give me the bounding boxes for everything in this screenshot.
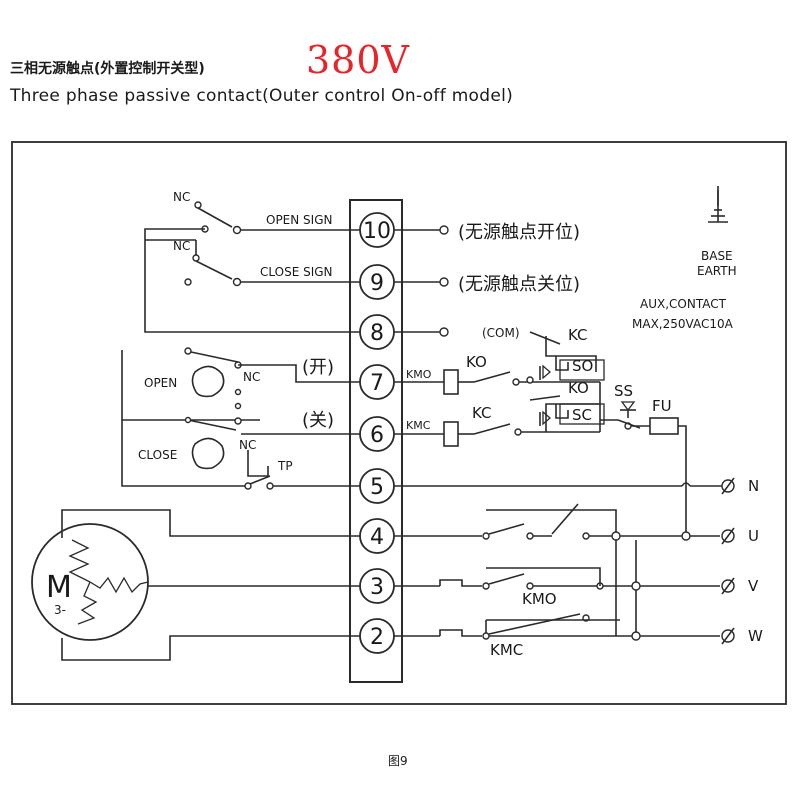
u-label: U: [748, 527, 759, 545]
w-line: W KMC: [394, 590, 763, 659]
kc-label-bottom: KC: [472, 404, 492, 422]
close-limit-switch: NC CLOSE TP: [121, 416, 360, 490]
motor: M 3-: [31, 509, 360, 661]
terminal-7-label: 7: [370, 371, 384, 396]
open-sign-label: OPEN SIGN: [266, 213, 333, 227]
w-label: W: [748, 627, 763, 645]
diagram-frame: [11, 141, 787, 705]
voltage-label: 380V: [306, 38, 410, 82]
terminal-10: 10: [359, 212, 395, 248]
kmc-coil-circuit: KMC KC SC: [394, 395, 605, 447]
kmo-coil-label: KMO: [406, 368, 432, 381]
fu-label: FU: [652, 397, 672, 415]
ss-fu-branch: SS FU: [599, 382, 687, 536]
ko-label: KO: [466, 353, 487, 371]
v-line: V KMO: [394, 540, 759, 636]
tp-label: TP: [277, 459, 293, 473]
close-sign-label: CLOSE SIGN: [260, 265, 333, 279]
terminal-2-label: 2: [370, 625, 384, 650]
close-label: CLOSE: [138, 448, 177, 462]
earth-symbol: BASE EARTH: [697, 186, 737, 278]
output-common: (COM): [394, 326, 520, 340]
terminal-5-label: 5: [370, 475, 384, 500]
close-sign-switch: NC CLOSE SIGN: [173, 239, 360, 287]
earth-label: EARTH: [697, 264, 737, 278]
figure-caption: 图9: [388, 754, 408, 768]
terminal-9: 9: [359, 264, 395, 300]
open-sign-switch: NC OPEN SIGN: [173, 190, 360, 235]
ko-label-mid: KO: [568, 379, 589, 397]
kc-label-top: KC: [568, 326, 588, 344]
base-label: BASE: [701, 249, 733, 263]
open-label: OPEN: [144, 376, 177, 390]
neutral-line: N: [394, 477, 759, 495]
nc-label-4: NC: [239, 438, 256, 452]
motor-label: M: [46, 570, 72, 605]
terminal-4: 4: [359, 518, 395, 554]
terminal-10-label: 10: [363, 219, 391, 244]
terminal-2: 2: [359, 618, 395, 654]
so-label: SO: [572, 357, 593, 375]
kc-interlock: KC SO KO: [529, 326, 605, 397]
nc-label-3: NC: [243, 370, 260, 384]
kmc-coil-label: KMC: [406, 419, 431, 432]
terminal-3: 3: [359, 568, 395, 604]
terminal-8: 8: [359, 314, 395, 350]
terminal-8-label: 8: [370, 321, 384, 346]
close-position-text: (无源触点关位): [458, 274, 580, 295]
kmc-contact-label: KMC: [490, 641, 523, 659]
output-close-position: (无源触点关位): [394, 274, 580, 295]
terminal-5: 5: [359, 468, 395, 504]
open-position-text: (无源触点开位): [458, 222, 580, 243]
terminal-3-label: 3: [370, 575, 384, 600]
nc-label-1: NC: [173, 190, 190, 204]
aux-rating-label: MAX,250VAC10A: [632, 317, 734, 331]
aux-contact-label: AUX,CONTACT: [640, 297, 727, 311]
terminal-4-label: 4: [370, 525, 384, 550]
u-line: U: [394, 503, 759, 545]
n-label: N: [748, 477, 759, 495]
output-open-position: (无源触点开位): [394, 222, 580, 243]
title-chinese: 三相无源触点(外置控制开关型): [10, 61, 205, 77]
com-label: (COM): [482, 326, 520, 340]
motor-phase-label: 3-: [54, 603, 66, 617]
terminal-6-label: 6: [370, 423, 384, 448]
kmo-coil-circuit: KMO KO: [394, 353, 600, 395]
sc-label: SC: [572, 406, 592, 424]
title-english: Three phase passive contact(Outer contro…: [10, 86, 514, 106]
kai-label: (开): [302, 357, 334, 378]
terminal-7: 7: [359, 364, 395, 400]
terminal-9-label: 9: [370, 271, 384, 296]
guan-label: (关): [302, 410, 334, 431]
v-label: V: [748, 577, 759, 595]
ss-label: SS: [614, 382, 633, 400]
nc-label-2: NC: [173, 239, 190, 253]
terminal-6: 6: [359, 416, 395, 452]
kmo-contact-label: KMO: [522, 590, 557, 608]
common-wire: [144, 228, 360, 333]
